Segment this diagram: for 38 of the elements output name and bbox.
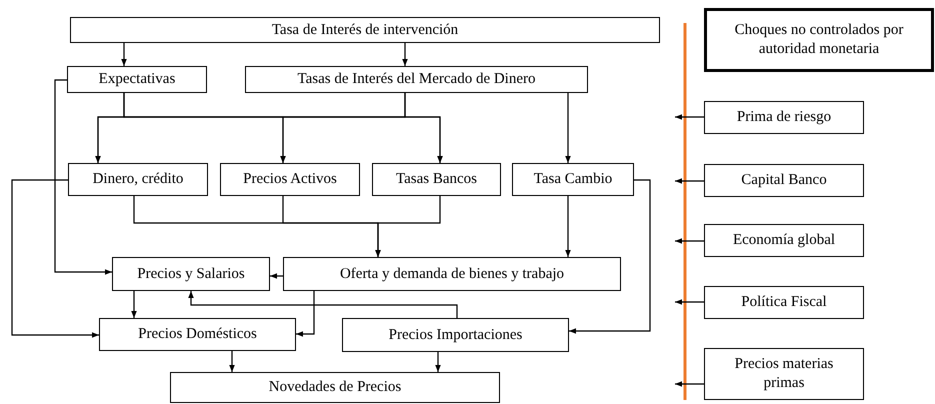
arrow [229, 351, 235, 372]
arrow [121, 43, 127, 66]
arrow [569, 179, 651, 334]
process-box: Economía global [704, 224, 864, 257]
arrow [404, 93, 443, 163]
process-box: Precios Activos [220, 163, 360, 196]
arrow [675, 381, 704, 387]
arrow [188, 291, 458, 318]
arrow [675, 299, 704, 305]
process-box: Novedades de Precios [170, 372, 500, 403]
process-box: Expectativas [67, 66, 207, 93]
process-box: Choques no controlados por autoridad monetaria [704, 8, 934, 72]
process-box: Capital Banco [704, 164, 864, 197]
process-box: Precios Importaciones [342, 318, 569, 352]
process-box: Oferta y demanda de bienes y trabajo [283, 257, 621, 291]
arrow [675, 114, 704, 120]
process-box: Precios Domésticos [99, 318, 296, 351]
process-box: Tasa de Interés de intervención [70, 17, 660, 43]
process-box: Tasas de Interés del Mercado de Dinero [245, 66, 588, 93]
arrow [565, 196, 571, 257]
process-box: Tasas Bancos [372, 163, 501, 196]
process-box: Precios y Salarios [112, 257, 270, 291]
process-box: Política Fiscal [704, 286, 864, 319]
arrow [675, 178, 704, 184]
process-box: Prima de riesgo [704, 101, 864, 134]
arrow [131, 291, 137, 318]
process-box: Precios materias primas [704, 348, 864, 400]
arrow [375, 196, 441, 257]
arrow [11, 179, 99, 338]
arrow [402, 43, 408, 66]
process-box: Dinero, crédito [68, 163, 208, 196]
arrow [296, 291, 315, 337]
arrow [270, 273, 283, 279]
arrow [54, 79, 112, 275]
process-box: Tasa Cambio [512, 163, 634, 196]
arrow [675, 238, 704, 244]
arrow [435, 352, 441, 372]
arrow [565, 93, 571, 163]
